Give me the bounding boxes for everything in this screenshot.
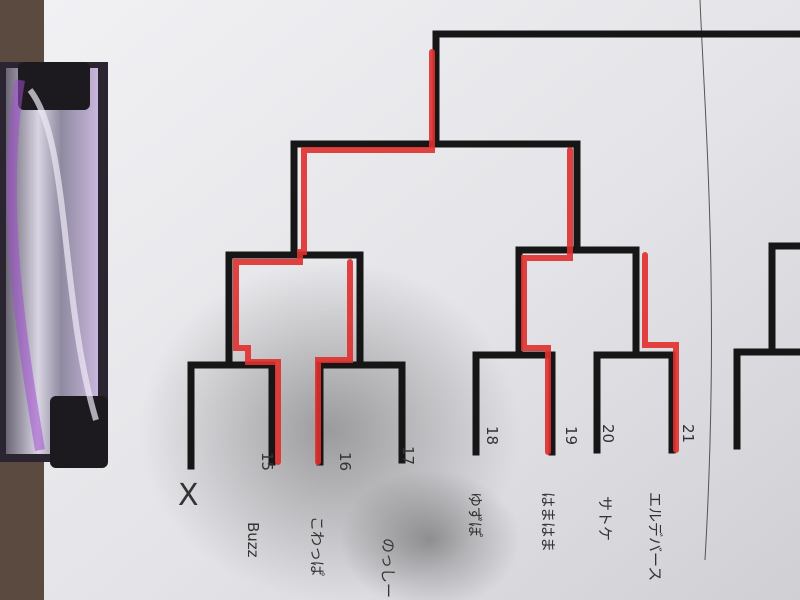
match-right-partial (733, 348, 800, 450)
seed-number: 21 (679, 424, 697, 443)
match-final (432, 30, 800, 148)
seed-number: 19 (562, 426, 580, 445)
player-names: Buzz こわっぱ のっしー ゆずぽ はまはま サトケ エルデバース (244, 492, 664, 598)
winner-highlight (233, 49, 679, 465)
clipboard-clip-icon (0, 62, 108, 468)
player-name: サトケ (596, 496, 614, 541)
match-3 (472, 351, 556, 456)
player-name: はまはま (539, 492, 557, 552)
player-name: ゆずぽ (466, 492, 484, 537)
seed-number: 15 (258, 452, 276, 471)
seed-number: 20 (599, 424, 617, 443)
seed-number: 16 (336, 452, 354, 471)
player-name: エルデバース (646, 492, 664, 581)
cross-mark-icon: X (178, 478, 199, 513)
seed-number: 17 (399, 446, 417, 465)
player-name: のっしー (379, 538, 397, 598)
seed-numbers: 15 16 17 18 19 20 21 (258, 424, 697, 471)
phone-shadow (340, 470, 520, 600)
player-name: Buzz (244, 522, 262, 558)
seed-number: 18 (483, 426, 501, 445)
player-name: こわっぱ (308, 516, 326, 576)
match-right-partial-2 (768, 242, 800, 356)
pencil-guide-line (699, 0, 712, 561)
